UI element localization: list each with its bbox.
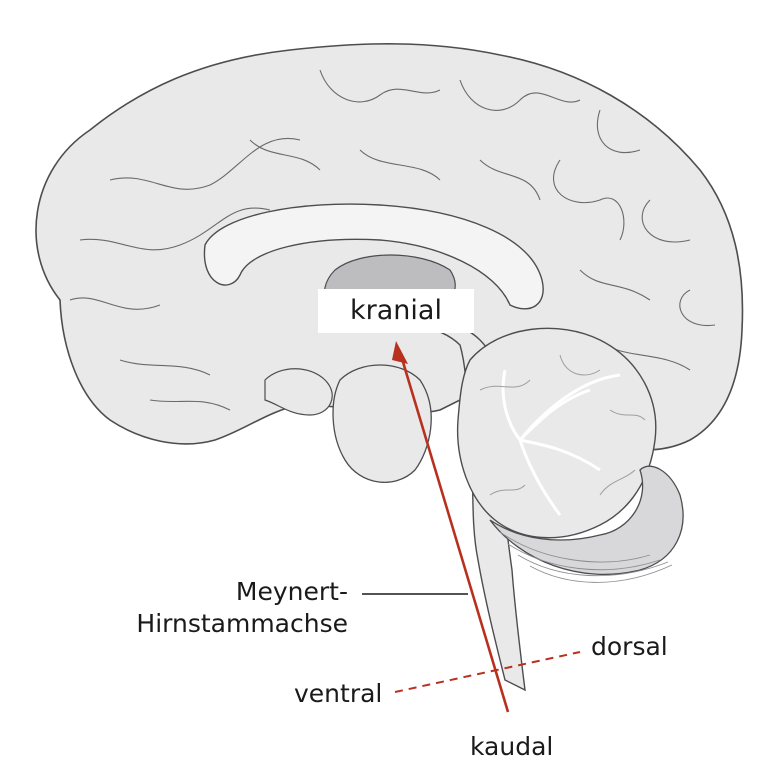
label-kranial: kranial <box>318 289 474 333</box>
label-meynert-axis: Meynert- Hirnstammachse <box>136 576 348 640</box>
gyri <box>69 69 716 411</box>
cerebellum <box>456 327 657 539</box>
label-dorsal: dorsal <box>591 632 668 661</box>
folia-lines <box>499 531 673 583</box>
meynert-axis-line <box>398 351 510 713</box>
dorsal-ventral-axis <box>394 651 581 693</box>
corpus-callosum <box>203 203 544 310</box>
label-meynert-line1: Meynert- <box>235 577 348 606</box>
label-kaudal: kaudal <box>470 732 554 761</box>
pons <box>332 364 432 483</box>
arrow-up-icon <box>392 341 408 364</box>
label-meynert-line2: Hirnstammachse <box>136 609 348 638</box>
cerebellum-folia <box>489 465 684 576</box>
diencephalon <box>264 368 333 416</box>
label-ventral: ventral <box>294 679 383 708</box>
